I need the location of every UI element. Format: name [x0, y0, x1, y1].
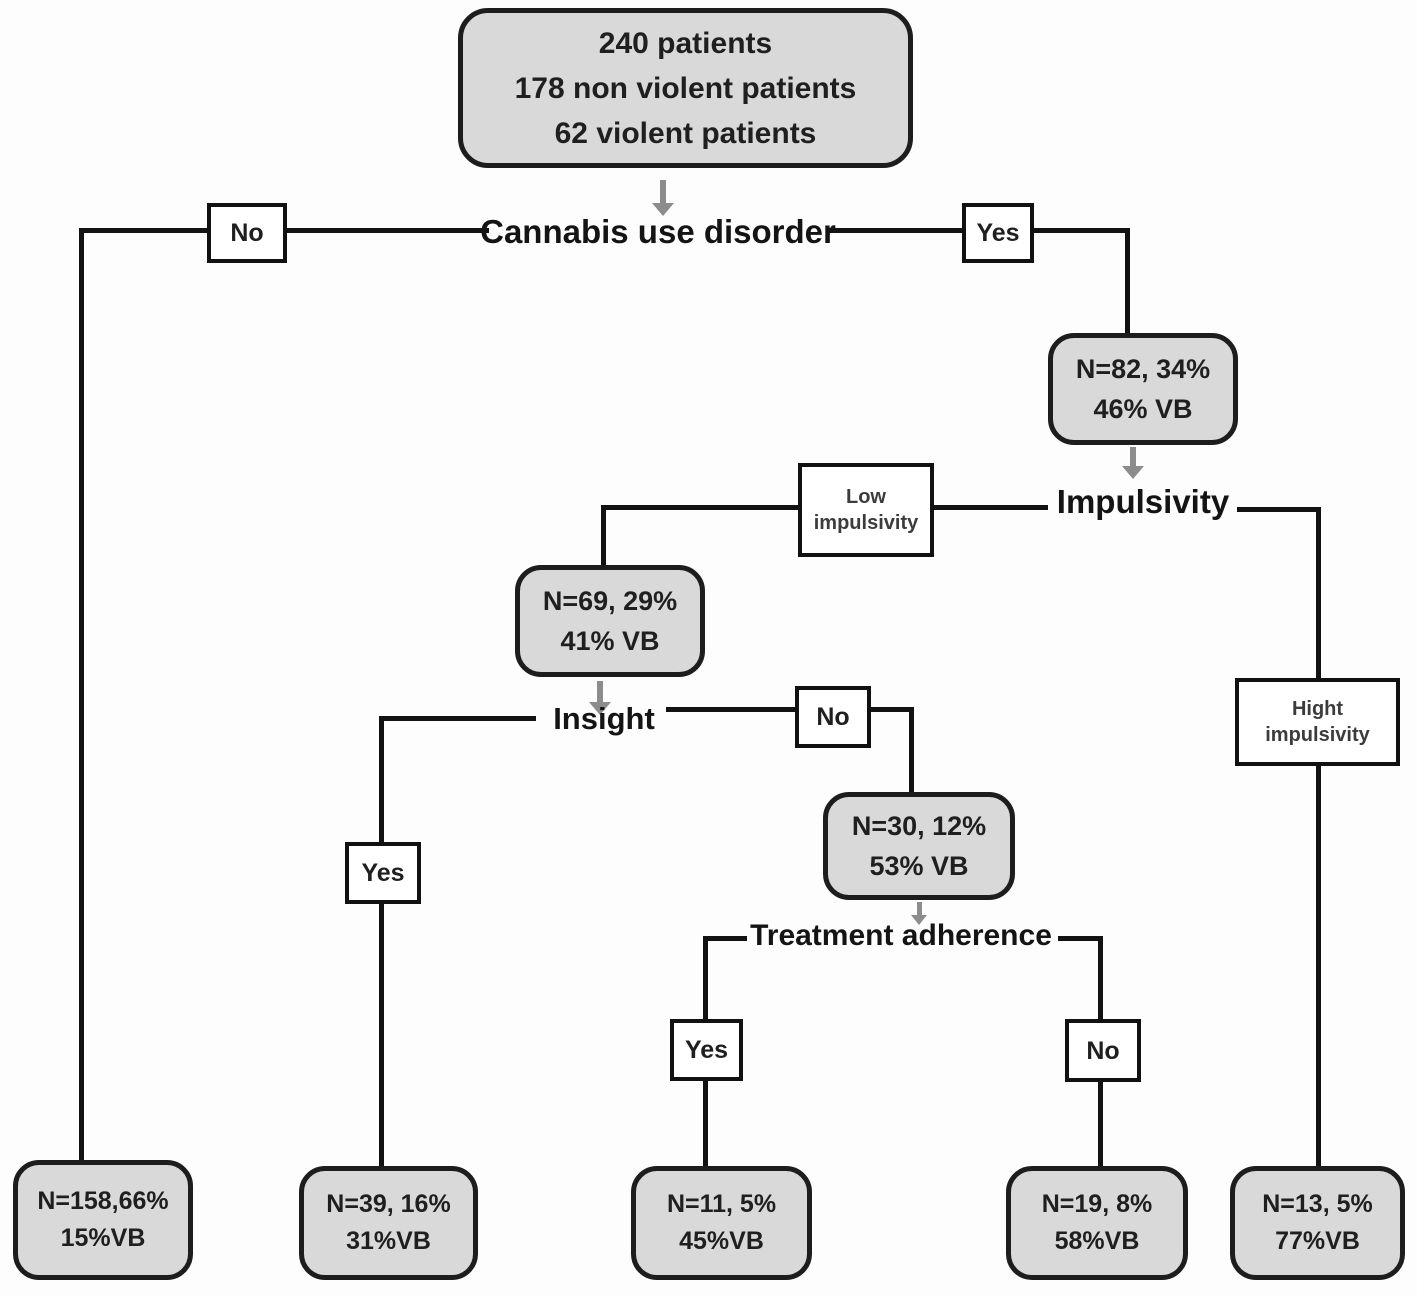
node-line: N=19, 8% — [1041, 1189, 1153, 1218]
node-line: N=69, 29% — [542, 585, 678, 616]
node-line: 31%VB — [346, 1227, 431, 1255]
connector-adherence-yes-vertical-upper — [703, 936, 708, 1021]
node-line: N=11, 5% — [666, 1189, 777, 1218]
connector-adherence-no-vertical-lower — [1098, 1079, 1103, 1168]
connector-adherence-no-stub — [1058, 936, 1103, 941]
tag-label: Hight — [1291, 698, 1344, 720]
node-line: 58%VB — [1054, 1227, 1140, 1255]
tag-label: Yes — [976, 219, 1020, 247]
tag-low-impulsivity: Low impulsivity — [798, 463, 934, 557]
node-adherence-yes: N=11, 5% 45%VB — [631, 1166, 812, 1280]
node-line: 46% VB — [1093, 394, 1193, 424]
connector-high-impulsivity-vertical-lower — [1316, 763, 1321, 1168]
node-line: 53% VB — [869, 851, 969, 881]
connector-insight-yes-vertical-upper — [379, 716, 384, 844]
tag-cannabis-no: No — [207, 203, 287, 263]
node-total-patients: 240 patients 178 non violent patients 62… — [458, 8, 913, 168]
node-line: N=30, 12% — [851, 810, 987, 841]
decision-treatment-adherence: Treatment adherence — [750, 919, 1052, 952]
node-cud-yes: N=82, 34% 46% VB — [1048, 333, 1238, 445]
tag-insight-yes: Yes — [345, 842, 421, 904]
node-adherence-no: N=19, 8% 58%VB — [1006, 1166, 1188, 1280]
connector-cannabis-yes-vertical — [1125, 228, 1130, 335]
node-line: 62 violent patients — [554, 116, 817, 150]
node-line: N=13, 5% — [1262, 1189, 1373, 1218]
connector-high-impulsivity-horizontal — [1237, 507, 1321, 512]
tag-insight-no: No — [795, 686, 871, 748]
decision-insight: Insight — [553, 701, 655, 736]
tag-adherence-yes: Yes — [670, 1019, 743, 1081]
node-line: 41% VB — [560, 626, 660, 656]
connector-insight-yes-horizontal — [379, 716, 536, 721]
tag-adherence-no: No — [1065, 1019, 1141, 1082]
connector-high-impulsivity-vertical-upper — [1316, 507, 1321, 680]
tag-label: impulsivity — [1265, 724, 1370, 746]
tag-label: No — [230, 219, 264, 247]
down-arrow-icon — [652, 180, 674, 216]
connector-insight-yes-vertical-lower — [379, 901, 384, 1168]
node-high-impulsivity: N=13, 5% 77%VB — [1230, 1166, 1405, 1280]
connector-adherence-yes-stub — [703, 936, 747, 941]
node-line: 240 patients — [598, 26, 773, 60]
tag-cannabis-yes: Yes — [962, 203, 1034, 263]
connector-insight-no-horizontal — [666, 707, 914, 712]
connector-insight-no-vertical — [909, 707, 914, 794]
node-line: 178 non violent patients — [514, 71, 857, 105]
connector-low-impulsivity-vertical — [601, 505, 606, 567]
node-cud-no: N=158,66% 15%VB — [13, 1160, 193, 1280]
node-line: 15%VB — [60, 1224, 146, 1252]
down-arrow-icon — [911, 902, 927, 925]
tag-label: impulsivity — [813, 512, 919, 534]
tag-high-impulsivity: Hight impulsivity — [1235, 678, 1400, 766]
connector-adherence-yes-vertical-lower — [703, 1079, 708, 1168]
tag-label: Yes — [361, 859, 405, 887]
decision-impulsivity: Impulsivity — [1056, 483, 1230, 520]
node-line: N=39, 16% — [326, 1189, 451, 1218]
tag-label: Low — [846, 486, 886, 508]
down-arrow-icon — [589, 681, 611, 715]
node-insight-no: N=30, 12% 53% VB — [823, 792, 1015, 900]
down-arrow-icon — [1122, 447, 1144, 479]
node-line: 77%VB — [1275, 1227, 1360, 1255]
tag-label: Yes — [684, 1036, 729, 1064]
tag-label: No — [1086, 1036, 1120, 1065]
decision-cannabis-use-disorder: Cannabis use disorder — [480, 213, 836, 250]
node-low-impulsivity: N=69, 29% 41% VB — [515, 565, 705, 677]
node-line: 45%VB — [679, 1227, 764, 1255]
tag-label: No — [816, 703, 850, 731]
node-line: N=82, 34% — [1075, 353, 1211, 384]
connector-adherence-no-vertical-upper — [1098, 936, 1103, 1021]
node-insight-yes: N=39, 16% 31%VB — [299, 1166, 478, 1280]
node-line: N=158,66% — [37, 1186, 169, 1215]
connector-cannabis-no-vertical — [79, 228, 84, 1162]
